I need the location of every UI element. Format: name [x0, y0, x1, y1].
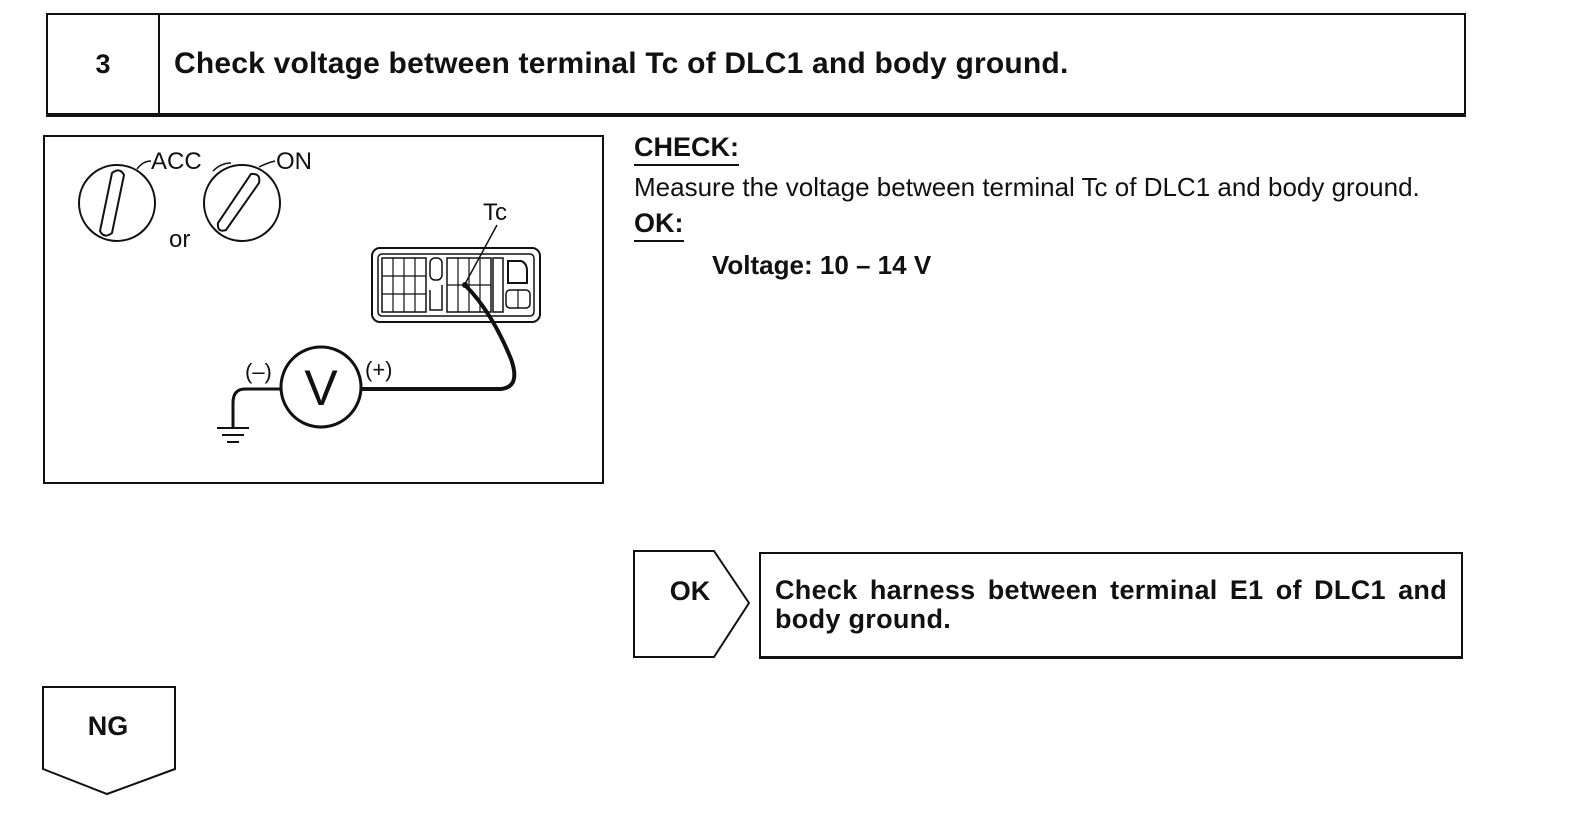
measurement-diagram: ACC ON or Tc	[78, 148, 541, 443]
voltage-spec: Voltage: 10 – 14 V	[712, 250, 932, 280]
ng-arrow-shape	[42, 686, 176, 796]
check-heading: CHECK:	[634, 132, 739, 166]
ignition-switch-acc-icon	[78, 164, 156, 242]
voltmeter-icon: V	[279, 345, 363, 429]
negative-lead-label: (–)	[245, 359, 272, 384]
check-section: CHECK: Measure the voltage between termi…	[634, 132, 1466, 281]
positive-lead-label: (+)	[365, 357, 393, 382]
ok-tag-label: OK	[669, 575, 711, 606]
measurement-illustration: ACC ON or Tc	[43, 135, 604, 484]
step-number: 3	[48, 15, 160, 113]
ignition-switch-on-icon	[203, 164, 281, 242]
acc-label: ACC	[151, 148, 202, 175]
ng-flow-tag: NG	[40, 686, 180, 798]
dlc1-connector-icon	[371, 247, 541, 323]
terminal-tc-label: Tc	[483, 199, 507, 226]
on-label: ON	[276, 148, 312, 175]
ok-flow-tag: OK	[633, 550, 753, 660]
step-header: 3 Check voltage between terminal Tc of D…	[46, 13, 1466, 117]
ok-heading: OK:	[634, 208, 684, 242]
check-description: Measure the voltage between terminal Tc …	[634, 172, 1420, 202]
step-title: Check voltage between terminal Tc of DLC…	[174, 47, 1069, 80]
voltmeter-symbol: V	[304, 360, 338, 416]
ng-tag-label: NG	[87, 710, 129, 741]
ok-result-box: Check harness between terminal E1 of DLC…	[759, 552, 1463, 659]
ground-symbol-icon	[217, 427, 249, 443]
or-label: or	[169, 226, 190, 253]
ok-arrow-shape	[633, 550, 751, 658]
